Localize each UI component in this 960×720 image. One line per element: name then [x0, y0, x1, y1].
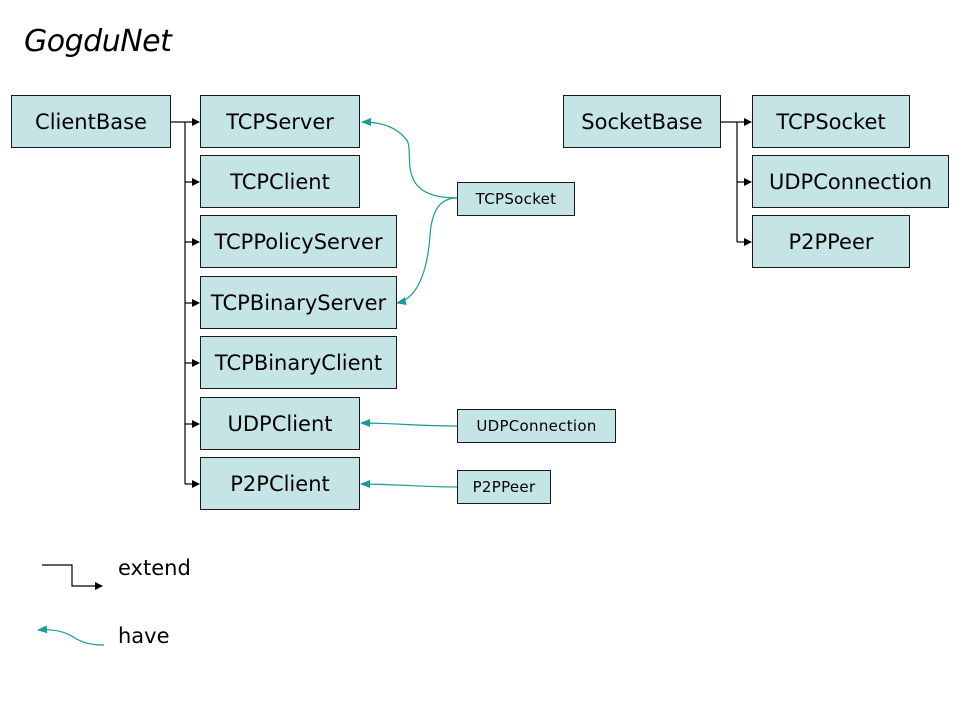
box-tcp-client: TCPClient [200, 155, 360, 208]
tag-tcp-socket: TCPSocket [457, 182, 575, 216]
box-client-base: ClientBase [11, 95, 171, 148]
legend-have-arrow [37, 625, 105, 646]
extend-tree-socketbase [721, 118, 752, 246]
box-p2p-client: P2PClient [200, 457, 360, 510]
box-tcp-binary-server: TCPBinaryServer [200, 276, 397, 329]
legend-have-label: have [118, 624, 170, 648]
legend-extend-arrow [42, 564, 103, 590]
have-arrows [360, 118, 458, 489]
box-udp-connection: UDPConnection [752, 155, 949, 208]
box-socket-base: SocketBase [563, 95, 721, 148]
page-title: GogduNet [24, 24, 172, 59]
tag-p2p-peer: P2PPeer [457, 470, 551, 504]
extend-tree-clientbase [171, 118, 200, 488]
legend-extend-label: extend [118, 556, 191, 580]
box-tcp-socket: TCPSocket [752, 95, 910, 148]
tag-udp-connection: UDPConnection [457, 409, 616, 443]
box-tcp-server: TCPServer [200, 95, 360, 148]
box-tcp-binary-client: TCPBinaryClient [200, 336, 397, 389]
box-tcp-policy-server: TCPPolicyServer [200, 215, 397, 268]
box-udp-client: UDPClient [200, 397, 360, 450]
box-p2p-peer: P2PPeer [752, 215, 910, 268]
